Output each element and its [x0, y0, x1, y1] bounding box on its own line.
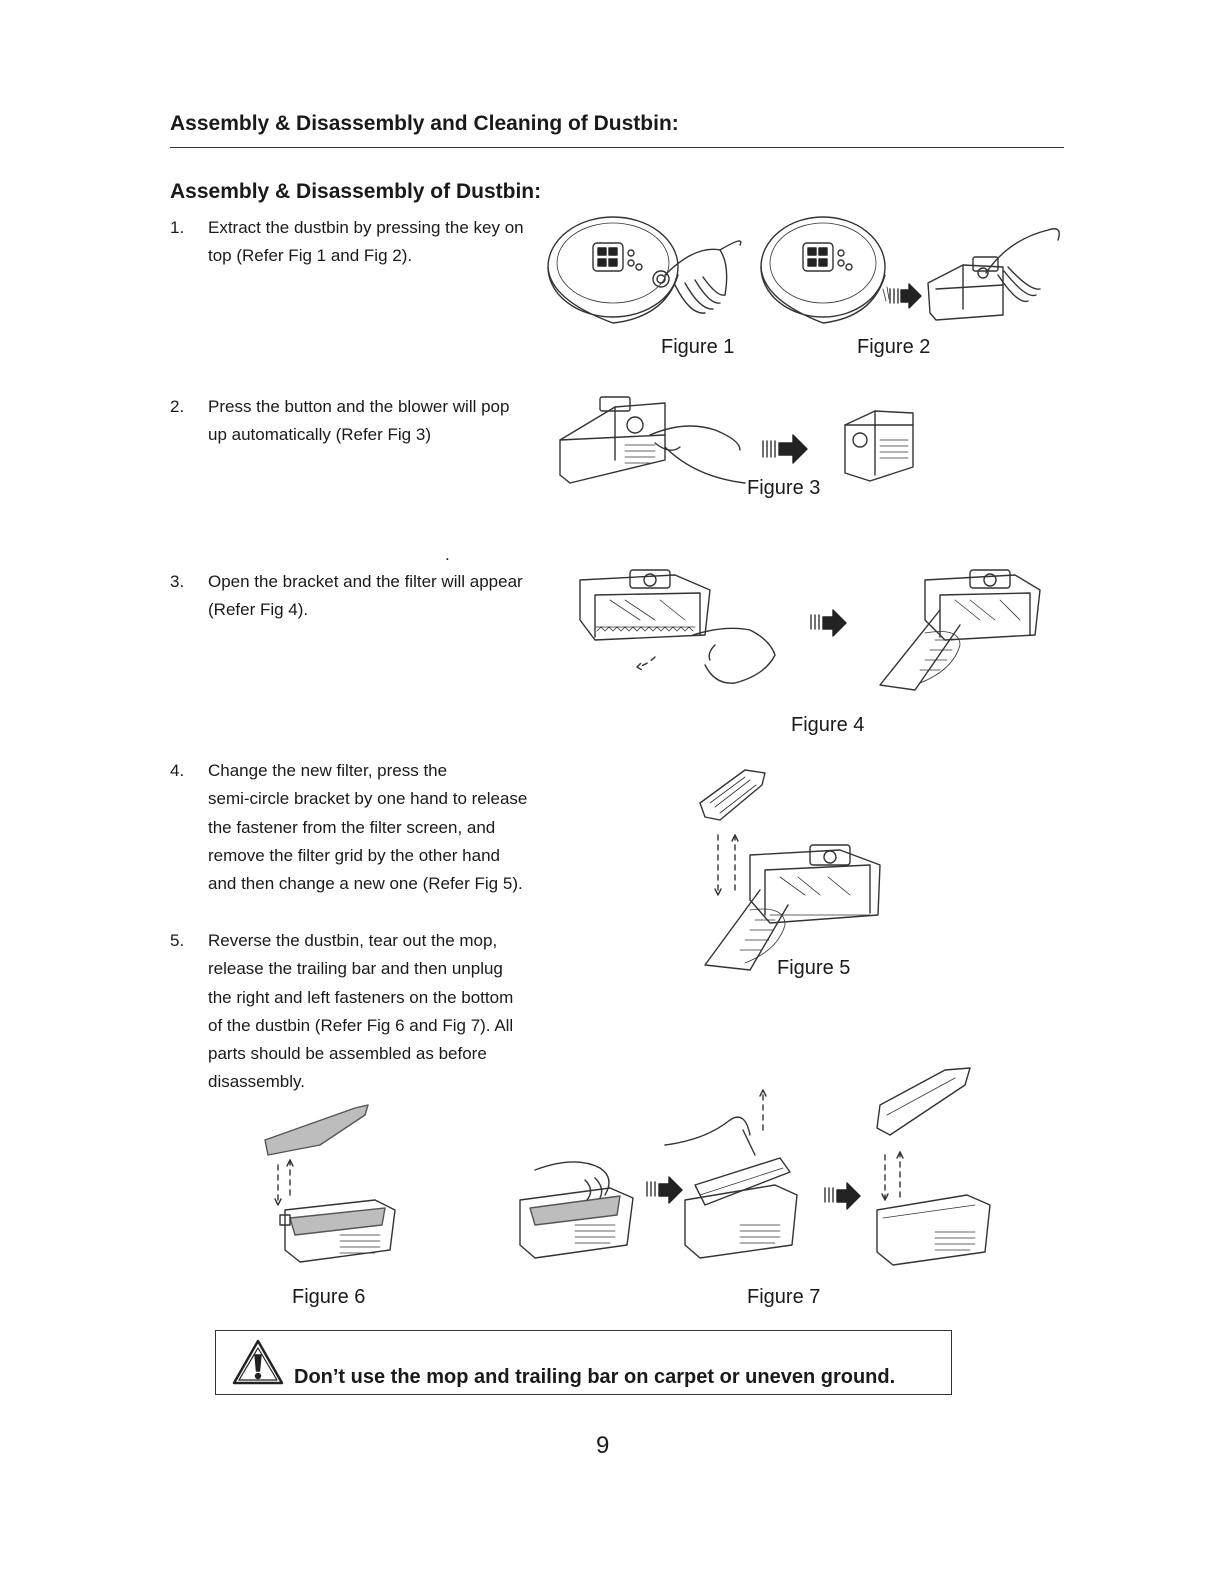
figure-4-illustration [579, 569, 1041, 691]
figure-3-illustration [559, 396, 914, 484]
figure-4-caption: Figure 4 [791, 714, 865, 736]
step-line: of the dustbin (Refer Fig 6 and Fig 7). … [208, 1015, 514, 1035]
figure-7-caption: Figure 7 [747, 1286, 821, 1308]
step-2: 2. Press the button and the blower will … [170, 393, 560, 453]
step-number: 5. [170, 931, 185, 950]
figure-5-caption: Figure 5 [777, 957, 851, 979]
step-number: 4. [170, 761, 185, 780]
warning-triangle-icon [232, 1339, 284, 1385]
warning-box [215, 1330, 952, 1395]
step-line: and then change a new one (Refer Fig 5). [208, 874, 523, 894]
step-line: the right and left fasteners on the bott… [208, 987, 514, 1007]
step-4: 4. Change the new filter, press the semi… [170, 757, 560, 902]
step-line: Open the bracket and the filter will app… [208, 572, 523, 591]
stray-mark: . [445, 545, 450, 564]
step-1: 1. Extract the dustbin by pressing the k… [170, 214, 560, 274]
step-number: 3. [170, 572, 185, 591]
step-line: release the trailing bar and then unplug [208, 959, 503, 979]
step-line: top (Refer Fig 1 and Fig 2). [208, 246, 413, 266]
step-line: Press the button and the blower will pop [208, 397, 510, 416]
figure-1-illustration [547, 216, 742, 324]
step-line: parts should be assembled as before [208, 1044, 487, 1064]
step-line: Extract the dustbin by pressing the key … [208, 218, 524, 237]
step-5: 5. Reverse the dustbin, tear out the mop… [170, 927, 560, 1102]
page-number: 9 [596, 1432, 610, 1459]
warning-text: Don’t use the mop and trailing bar on ca… [294, 1366, 896, 1388]
step-number: 1. [170, 218, 185, 237]
figure-1-caption: Figure 1 [661, 336, 735, 358]
section-heading: Assembly & Disassembly of Dustbin: [170, 180, 542, 203]
figure-2-caption: Figure 2 [857, 336, 931, 358]
figure-6-illustration [264, 1104, 396, 1263]
title-divider [170, 147, 1064, 148]
step-line: disassembly. [208, 1072, 305, 1092]
figure-7-illustration [519, 1067, 991, 1266]
step-line: Change the new filter, press the [208, 761, 448, 780]
page-title: Assembly & Disassembly and Cleaning of D… [170, 112, 679, 135]
step-line: semi-circle bracket by one hand to relea… [208, 789, 528, 809]
step-line: Reverse the dustbin, tear out the mop, [208, 931, 498, 950]
step-line: the fastener from the filter screen, and [208, 817, 496, 837]
step-line: up automatically (Refer Fig 3) [208, 425, 431, 445]
figure-2-illustration [760, 216, 1060, 324]
step-number: 2. [170, 397, 185, 416]
step-line: (Refer Fig 4). [208, 600, 309, 620]
step-line: remove the filter grid by the other hand [208, 845, 500, 865]
figure-6-caption: Figure 6 [292, 1286, 366, 1308]
figure-5-illustration [699, 769, 881, 971]
step-3: 3. Open the bracket and the filter will … [170, 568, 560, 628]
figure-3-caption: Figure 3 [747, 477, 821, 499]
